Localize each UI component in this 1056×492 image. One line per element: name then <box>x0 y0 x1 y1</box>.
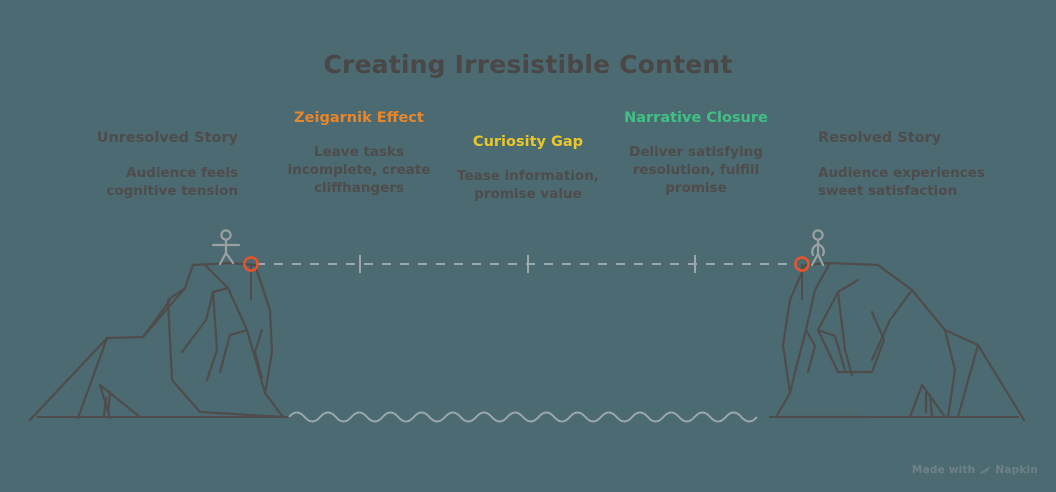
right-cliff <box>774 261 1026 422</box>
stick-figure-unresolved <box>211 229 241 266</box>
column-description-resolved-story: Audience experiences sweet satisfaction <box>818 165 985 200</box>
left-cliff <box>28 261 285 422</box>
napkin-leaf-icon <box>979 464 991 476</box>
column-description-zeigarnik-effect: Leave tasks incomplete, create cliffhang… <box>287 144 431 197</box>
column-label-curiosity-gap: Curiosity Gap Tease information, promise… <box>448 134 608 204</box>
column-heading-resolved-story: Resolved Story <box>818 130 942 146</box>
right-anchor-ring-icon <box>794 256 810 272</box>
column-heading-narrative-closure: Narrative Closure <box>624 110 768 126</box>
watermark: Made with Napkin <box>912 464 1038 476</box>
column-heading-unresolved-story: Unresolved Story <box>96 130 238 146</box>
wavy-water-line <box>288 411 758 423</box>
column-heading-curiosity-gap: Curiosity Gap <box>472 134 584 150</box>
left-anchor-ring-icon <box>243 256 259 272</box>
page-title: Creating Irresistible Content <box>323 50 733 79</box>
column-heading-zeigarnik-effect: Zeigarnik Effect <box>294 110 424 126</box>
stick-figure-resolved <box>810 229 825 267</box>
column-label-resolved-story: Resolved Story Audience experiences swee… <box>818 130 1018 201</box>
column-description-unresolved-story: Audience feels cognitive tension <box>106 165 238 200</box>
watermark-brand: Napkin <box>995 464 1038 476</box>
column-label-unresolved-story: Unresolved Story Audience feels cognitiv… <box>52 130 238 201</box>
column-label-narrative-closure: Narrative Closure Deliver satisfying res… <box>616 110 776 198</box>
column-description-curiosity-gap: Tease information, promise value <box>457 168 599 203</box>
column-label-zeigarnik-effect: Zeigarnik Effect Leave tasks incomplete,… <box>278 110 440 198</box>
watermark-prefix: Made with <box>911 464 976 476</box>
column-description-narrative-closure: Deliver satisfying resolution, fulfill p… <box>629 144 763 197</box>
